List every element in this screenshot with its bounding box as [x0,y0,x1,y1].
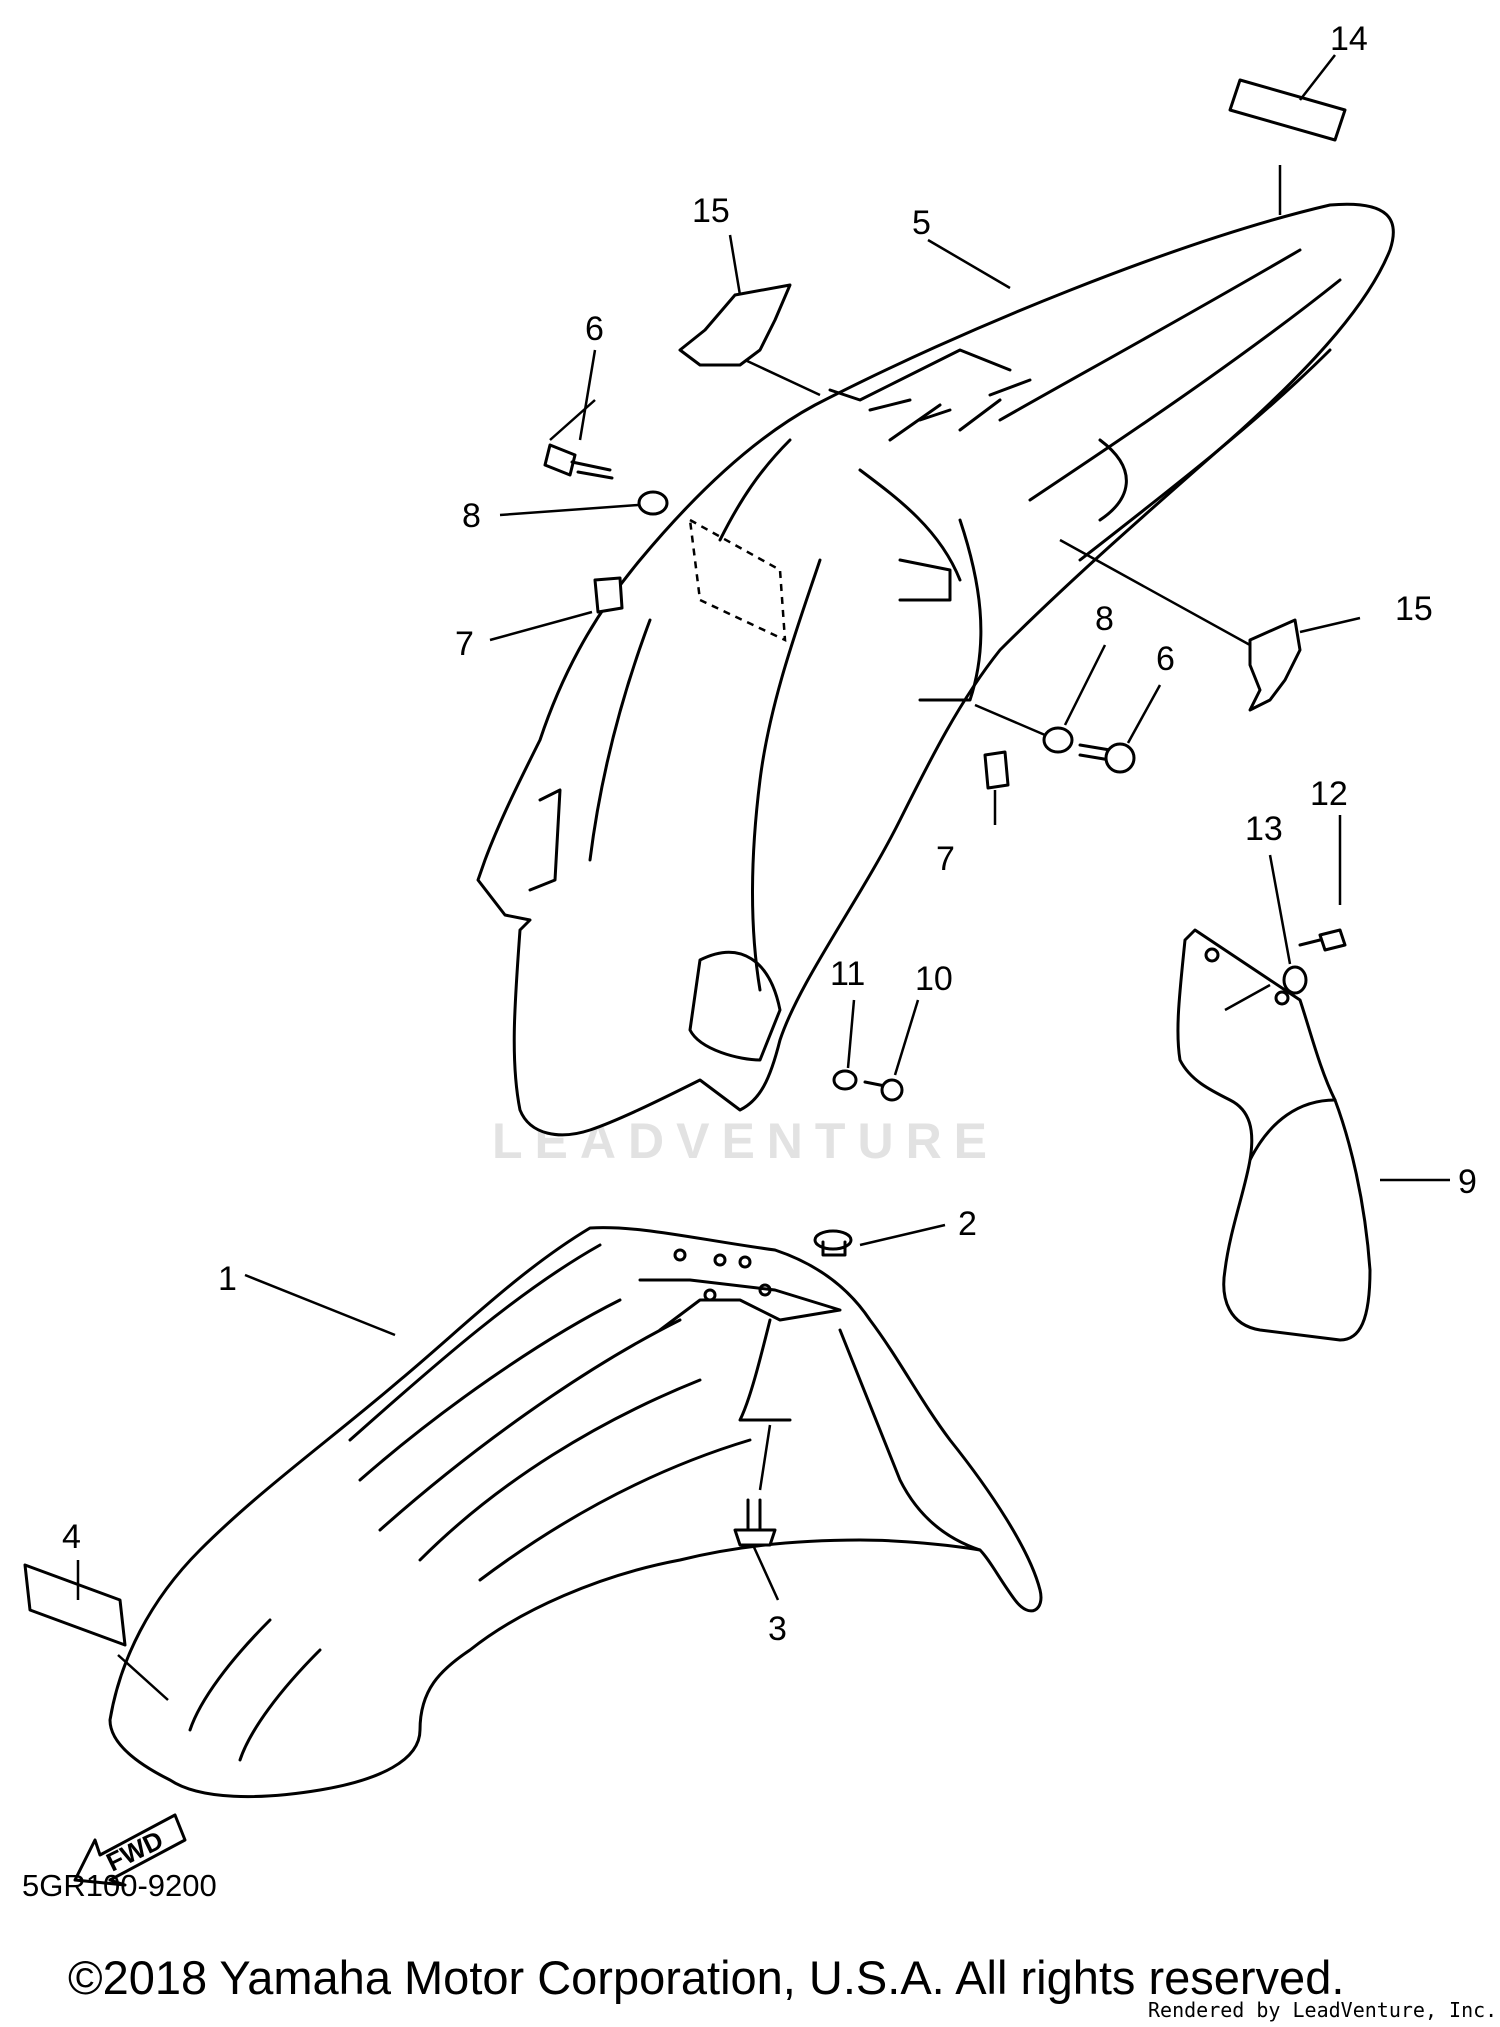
decal-4[interactable] [23,1563,127,1647]
front-fender[interactable] [108,1226,1043,1799]
leader-dashed-6 [549,399,596,441]
diagram-code: 5GR100-9200 [22,1868,217,1903]
callout-9: 9 [1458,1163,1477,1201]
callout-15-left: 15 [692,192,730,230]
nut-7-lower[interactable] [983,750,1010,790]
leader-15b [1059,538,1361,647]
leader-5 [927,238,1011,290]
leader-6-upper [578,349,597,441]
callout-6-upper: 6 [585,310,604,348]
leader-4 [76,1560,169,1701]
leader-15a [728,234,821,397]
leader-13 [1224,854,1292,1012]
callout-12: 12 [1310,775,1348,813]
callout-5: 5 [912,204,931,242]
callout-6-lower: 6 [1156,640,1175,678]
bolt-6-upper[interactable] [543,443,614,480]
callout-4: 4 [62,1518,81,1556]
bolt-3[interactable] [733,1498,777,1547]
callout-11: 11 [830,955,865,993]
collar-8-upper[interactable] [637,490,669,516]
callout-15-right: 15 [1395,590,1433,628]
collar-8-lower[interactable] [1042,726,1074,754]
callout-7-lower: 7 [936,840,955,878]
callout-10: 10 [915,960,953,998]
copyright-notice: ©2018 Yamaha Motor Corporation, U.S.A. A… [68,1951,1345,2004]
leader-2 [859,1223,946,1247]
leader-14 [1278,54,1336,215]
decal-14[interactable] [1228,78,1347,142]
washer-13[interactable] [1282,965,1308,995]
screw-12[interactable] [1298,928,1347,952]
render-credit: Rendered by LeadVenture, Inc. [1148,1998,1498,2022]
nut-7-upper[interactable] [593,576,624,614]
leader-1 [244,1273,396,1337]
bolt-6-lower[interactable] [1078,742,1136,774]
decal-15-right[interactable] [1248,618,1302,712]
leader-6-lower [1126,684,1162,744]
collar-11[interactable] [832,1069,858,1091]
screw-10[interactable] [863,1078,904,1102]
callout-8-lower: 8 [1095,600,1114,638]
callout-7-upper: 7 [455,625,474,663]
callout-2: 2 [958,1205,977,1243]
decal-15-left[interactable] [678,283,792,367]
leader-11 [846,999,856,1069]
rear-fender[interactable] [476,202,1395,1137]
callout-1: 1 [218,1260,237,1298]
callout-3: 3 [768,1610,787,1648]
leader-8-lower [974,644,1107,737]
leader-3 [751,1424,780,1601]
callout-8-upper: 8 [462,497,481,535]
callout-14: 14 [1330,20,1368,58]
callout-13: 13 [1245,810,1283,848]
rear-mud-flap[interactable] [1176,928,1372,1342]
leader-7-upper [489,610,593,642]
leader-10 [893,999,920,1076]
grommet-2[interactable] [813,1229,853,1257]
leader-8-upper [499,503,639,517]
